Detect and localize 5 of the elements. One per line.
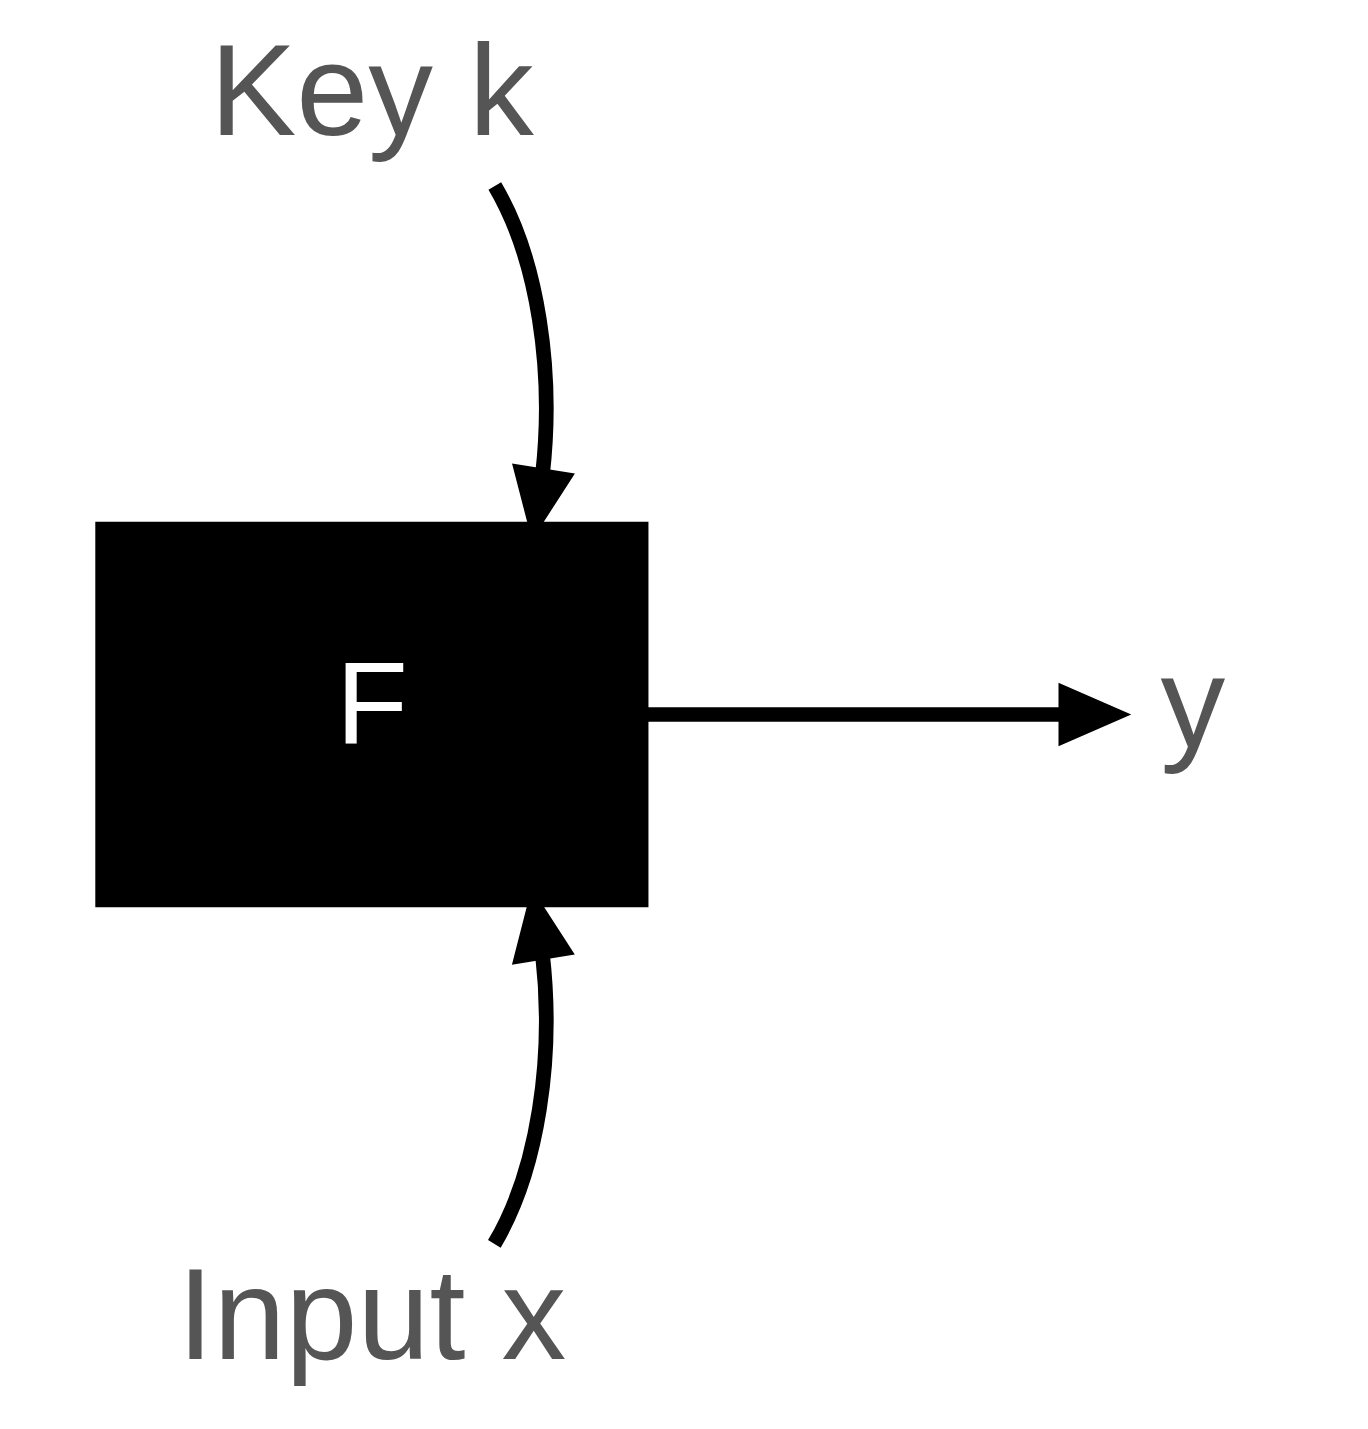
arrow [647, 682, 1131, 747]
node-text: Input x [177, 1242, 566, 1387]
node-text: y [1159, 630, 1225, 775]
node-text: Key k [209, 18, 534, 163]
node-box: F [94, 521, 648, 908]
